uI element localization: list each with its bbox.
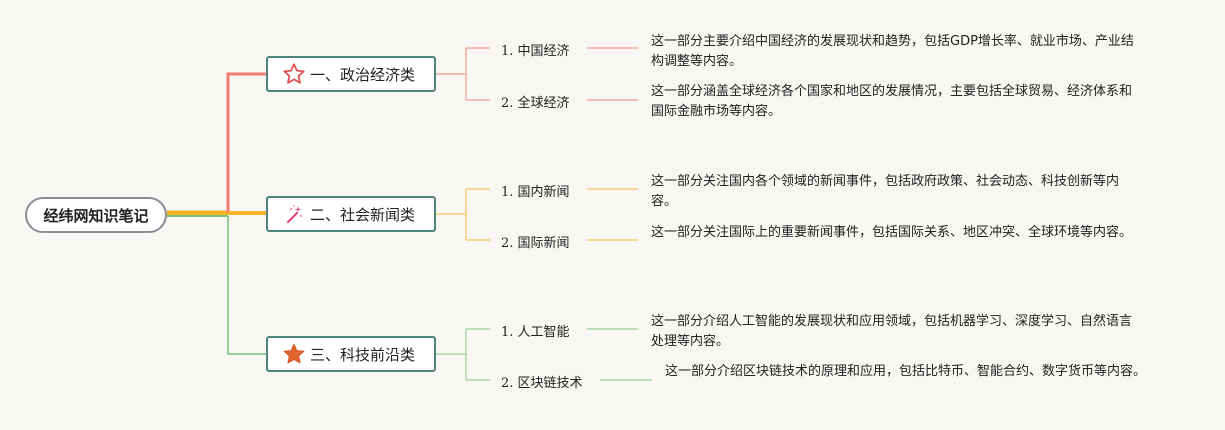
sub-connector-3 <box>436 328 490 381</box>
subtopic-global-economy[interactable]: 2. 全球经济 <box>501 96 570 111</box>
branch-connector-1 <box>226 72 268 213</box>
star-outline-icon <box>282 62 306 86</box>
root-node[interactable]: 经纬网知识笔记 <box>25 197 167 233</box>
branch-connector-3 <box>227 216 268 355</box>
category-label: 二、社会新闻类 <box>310 205 416 224</box>
description-china-economy: 这一部分主要介绍中国经济的发展现状和趋势，包括GDP增长率、就业市场、产业结构调… <box>651 34 1134 69</box>
category-node-politics-economy[interactable]: 一、政治经济类 <box>266 56 436 92</box>
description-artificial-intelligence: 这一部分介绍人工智能的发展现状和应用领域，包括机器学习、深度学习、自然语言处理等… <box>651 314 1133 349</box>
subtopic-china-economy[interactable]: 1. 中国经济 <box>501 44 570 59</box>
category-label: 一、政治经济类 <box>310 65 416 84</box>
subtopic-artificial-intelligence[interactable]: 1. 人工智能 <box>501 325 570 340</box>
sub-connector-1 <box>436 47 490 101</box>
root-label: 经纬网知识笔记 <box>43 206 149 225</box>
category-label: 三、科技前沿类 <box>310 345 416 364</box>
subtopic-blockchain[interactable]: 2. 区块链技术 <box>501 376 583 391</box>
description-international-news: 这一部分关注国际上的重要新闻事件，包括国际关系、地区冲突、全球环境等内容。 <box>651 225 1133 240</box>
star-filled-icon <box>282 342 306 366</box>
category-node-social-news[interactable]: 二、社会新闻类 <box>266 196 436 232</box>
description-blockchain: 这一部分介绍区块链技术的原理和应用，包括比特币、智能合约、数字货币等内容。 <box>665 364 1147 379</box>
description-global-economy: 这一部分涵盖全球经济各个国家和地区的发展情况，主要包括全球贸易、经济体系和国际金… <box>651 84 1133 119</box>
subtopic-domestic-news[interactable]: 1. 国内新闻 <box>501 185 570 200</box>
category-node-tech-frontier[interactable]: 三、科技前沿类 <box>266 336 436 372</box>
description-domestic-news: 这一部分关注国内各个领域的新闻事件，包括政府政策、社会动态、科技创新等内容。 <box>651 174 1120 209</box>
sparkle-wand-icon <box>282 202 306 226</box>
sub-connector-2 <box>436 188 490 241</box>
subtopic-international-news[interactable]: 2. 国际新闻 <box>501 236 570 251</box>
